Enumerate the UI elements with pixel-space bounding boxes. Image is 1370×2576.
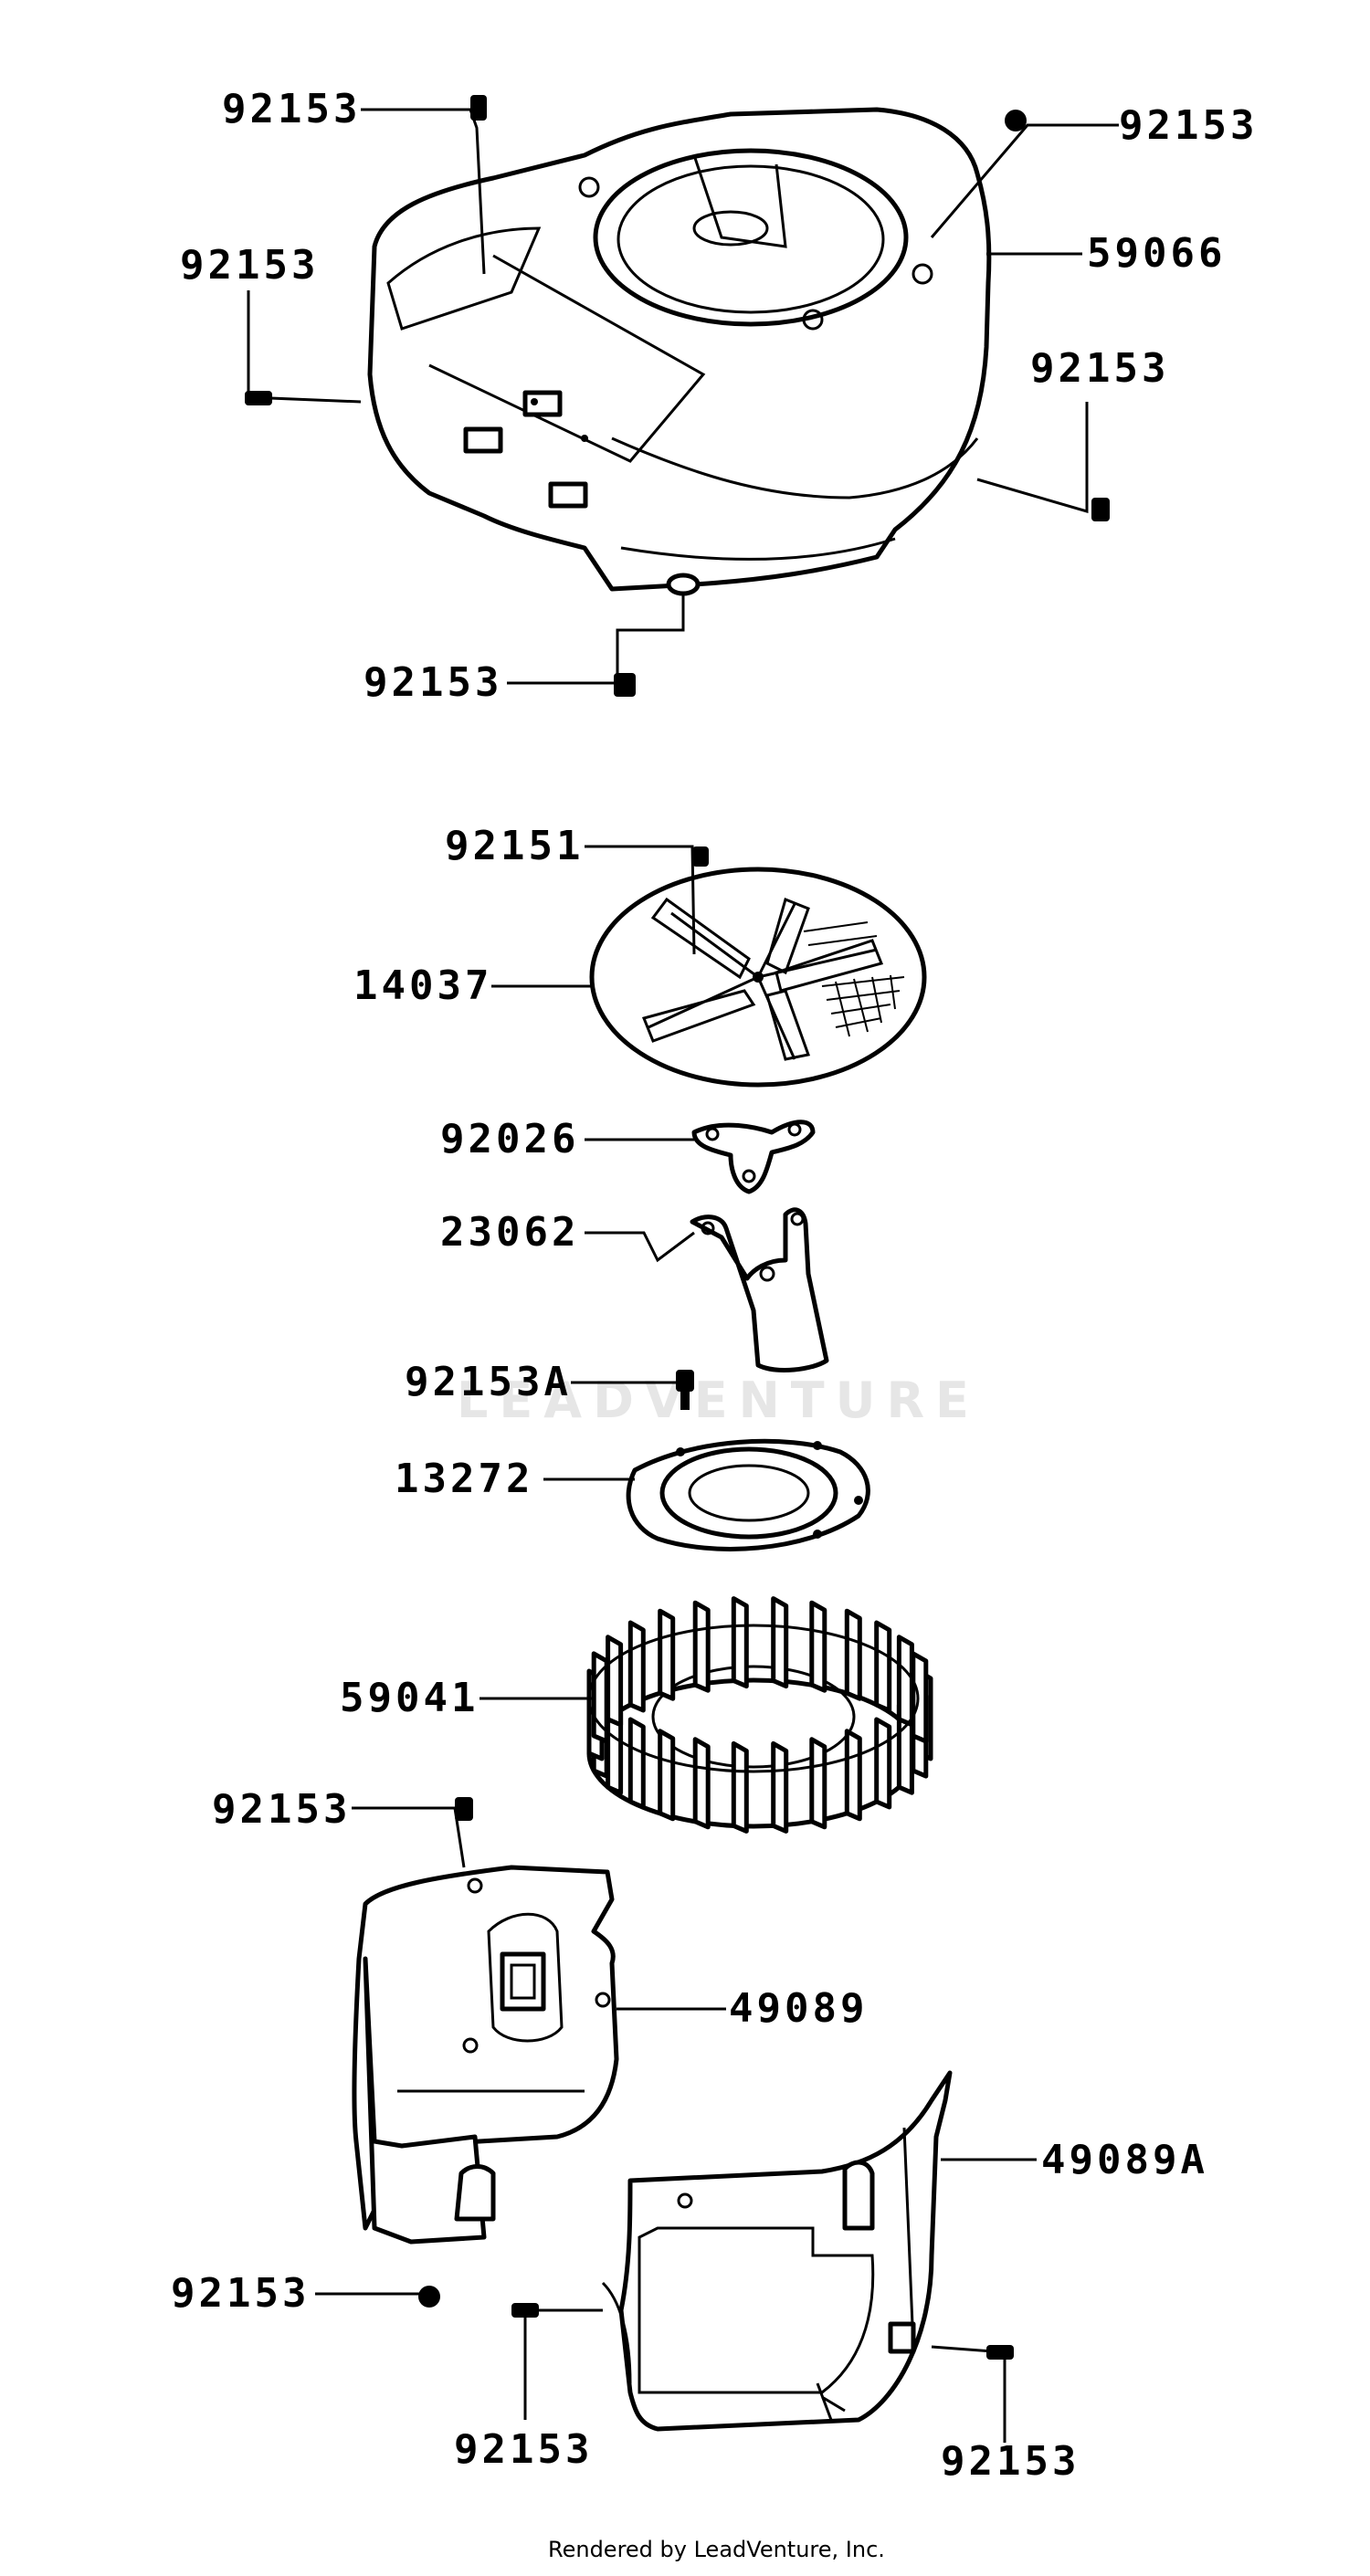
fan-blade xyxy=(896,1635,914,1728)
fan-blade xyxy=(911,1651,929,1744)
callout-92153A: 92153A xyxy=(405,1359,572,1405)
screw-92153-top-left xyxy=(470,95,487,121)
plate-92026 xyxy=(691,1120,816,1194)
callout-92153-right: 92153 xyxy=(1030,345,1169,392)
fan-blade xyxy=(874,1717,892,1810)
fan-blade xyxy=(692,1600,711,1693)
callout-92153-shroud-top: 92153 xyxy=(212,1786,351,1833)
fan-blade xyxy=(844,1608,862,1701)
screen-14037 xyxy=(589,867,927,1088)
fan-blade xyxy=(809,1737,827,1830)
fan-blade xyxy=(844,1729,862,1822)
screw-92151 xyxy=(692,846,709,867)
callout-92153-shroudA-right: 92153 xyxy=(941,2438,1080,2485)
callout-92153-top-right: 92153 xyxy=(1119,102,1258,149)
watermark-text: LEADVENTURE xyxy=(457,1372,980,1429)
callout-49089: 49089 xyxy=(729,1985,868,2032)
shroud-49089 xyxy=(352,1865,619,2245)
callout-14037: 14037 xyxy=(353,962,492,1009)
screw-92153-right xyxy=(1091,498,1110,521)
screw-92153-shroud-bottom xyxy=(418,2286,440,2308)
fan-blade xyxy=(692,1737,711,1830)
fan-blade xyxy=(658,1729,676,1822)
callout-23062: 23062 xyxy=(440,1209,579,1256)
fan-blade xyxy=(627,1620,646,1713)
leader-lines xyxy=(247,108,1119,2443)
callout-92153-bottom: 92153 xyxy=(364,659,502,706)
fan-blade xyxy=(731,1596,749,1689)
fan-blade xyxy=(874,1620,892,1713)
shroud-49089A xyxy=(601,2070,953,2432)
callout-49089A: 49089A xyxy=(1041,2137,1208,2183)
callout-92153-shroudA-left: 92153 xyxy=(454,2426,593,2473)
callout-92153-top-left: 92153 xyxy=(222,86,361,132)
fan-blade xyxy=(731,1740,749,1834)
callout-92153-left: 92153 xyxy=(180,242,319,289)
screen-mesh xyxy=(803,921,905,1037)
fan-blade xyxy=(809,1600,827,1693)
fan-blade xyxy=(771,1740,789,1834)
footer-credit: Rendered by LeadVenture, Inc. xyxy=(548,2537,885,2562)
screw-92153-shroud-top xyxy=(455,1797,473,1821)
fan-blade xyxy=(658,1608,676,1701)
callout-13272: 13272 xyxy=(395,1456,533,1502)
screw-92153-top-right xyxy=(1005,110,1027,131)
callout-92026: 92026 xyxy=(440,1116,579,1162)
callout-59041: 59041 xyxy=(340,1675,479,1721)
fan-blade xyxy=(771,1596,789,1689)
fan-59041 xyxy=(586,1596,933,1834)
callout-labels: 92153 92153 92153 59066 92153 92153 9215… xyxy=(171,86,1258,2485)
callout-59066: 59066 xyxy=(1087,230,1226,277)
screw-92153-bottom xyxy=(614,673,636,697)
bolt-92153A xyxy=(676,1370,694,1410)
callout-92151: 92151 xyxy=(445,823,584,869)
fan-blade xyxy=(627,1717,646,1810)
fan-blade xyxy=(606,1635,624,1728)
callout-92153-shroud-bottom: 92153 xyxy=(171,2270,310,2317)
blower-housing-59066 xyxy=(367,107,992,596)
bracket-23062 xyxy=(690,1207,829,1372)
plate-13272 xyxy=(626,1438,870,1551)
